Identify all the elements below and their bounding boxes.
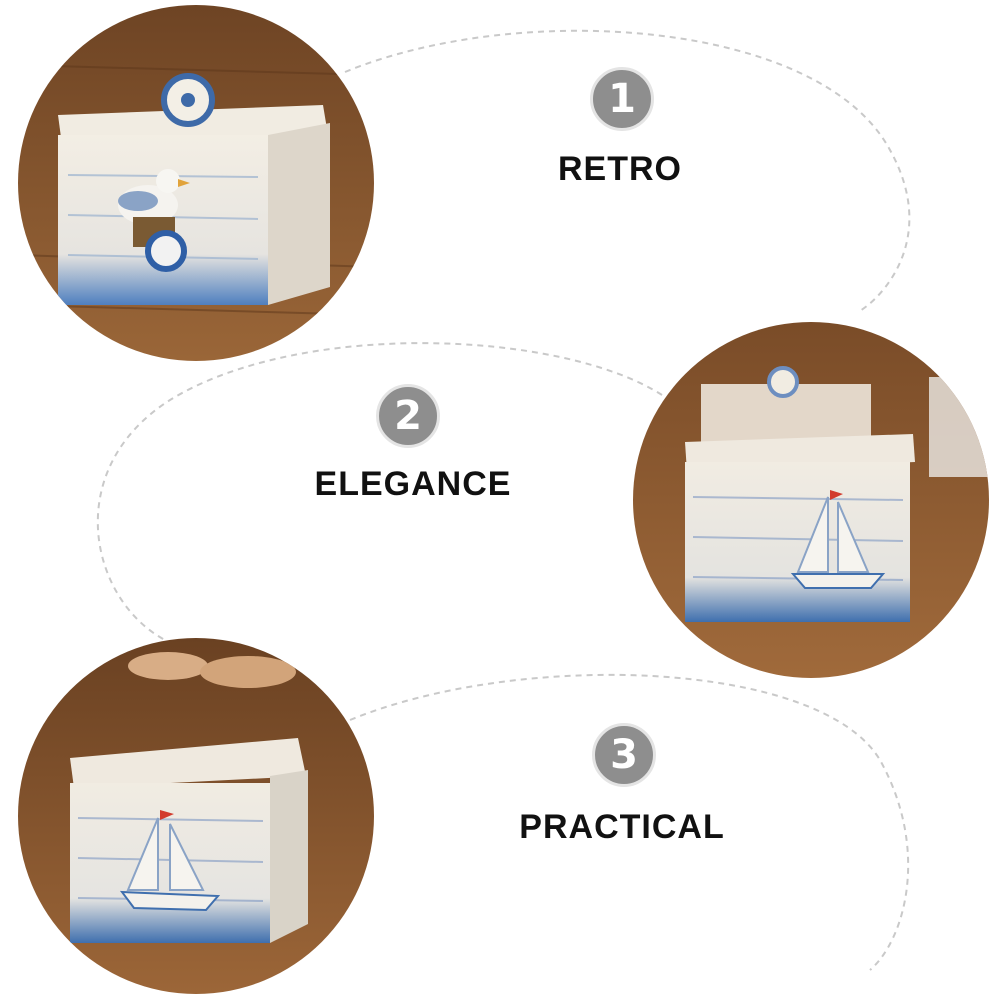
sailboat-box-photo-2 [18, 638, 374, 994]
seagull-box-photo [18, 5, 374, 361]
sailboat-box-photo-1 [633, 322, 989, 678]
seagull-figure [118, 169, 190, 272]
feature-label-practical: PRACTICAL [519, 808, 725, 846]
dashed-curve-2 [96, 342, 663, 641]
sailboat-figure [790, 490, 886, 589]
dashed-curve-1 [344, 29, 911, 313]
sailboat-figure [119, 810, 221, 912]
product-photo-1 [18, 5, 374, 361]
dashed-curve-3 [349, 673, 910, 971]
product-photo-3 [18, 638, 374, 994]
feature-label-elegance: ELEGANCE [314, 465, 512, 503]
feature-number-badge-1: 1 [590, 67, 654, 131]
feature-number-badge-3: 3 [592, 723, 656, 787]
feature-number-badge-2: 2 [376, 384, 440, 448]
feature-label-retro: RETRO [558, 150, 682, 188]
product-photo-2 [633, 322, 989, 678]
